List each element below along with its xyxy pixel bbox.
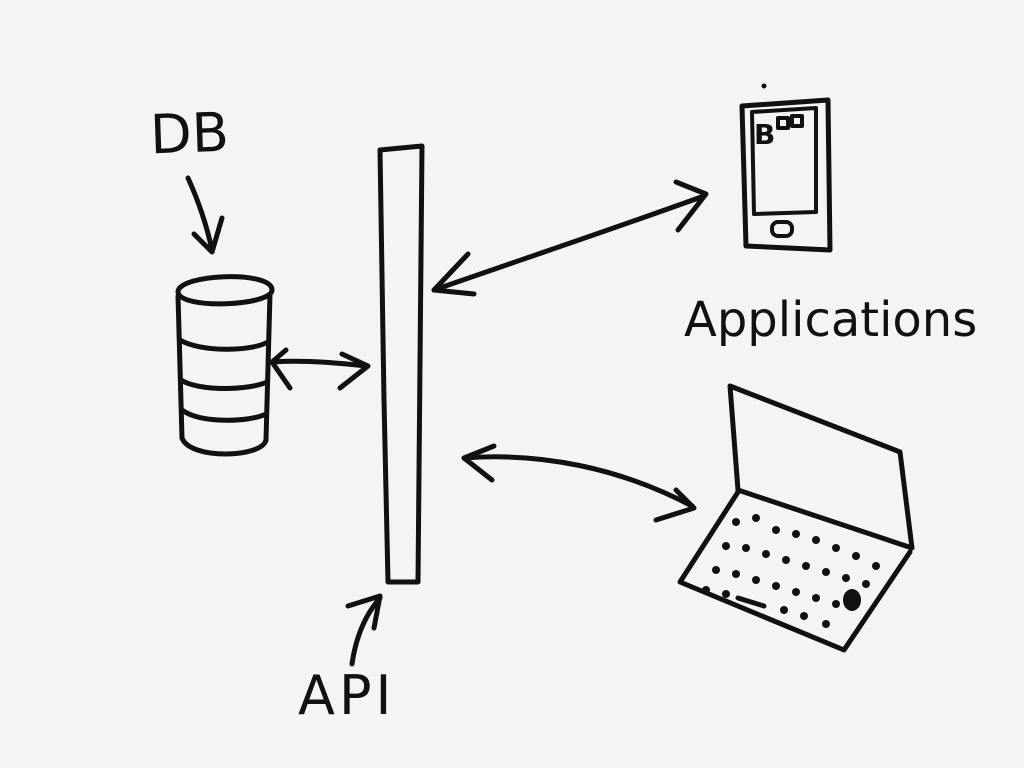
api-bar xyxy=(377,143,425,585)
db-label: DB xyxy=(149,101,230,167)
applications-label: Applications xyxy=(684,292,977,348)
api-phone-arrow xyxy=(431,179,709,297)
api-laptop-arrow xyxy=(461,443,697,523)
db-label-arrow xyxy=(185,175,225,255)
phone-icon: B xyxy=(739,83,833,253)
svg-text:B: B xyxy=(754,118,775,151)
database-icon xyxy=(175,274,275,457)
api-label-arrow xyxy=(345,593,383,667)
db-api-arrow xyxy=(269,347,371,391)
api-label: API xyxy=(298,664,395,727)
laptop-icon xyxy=(677,383,915,653)
